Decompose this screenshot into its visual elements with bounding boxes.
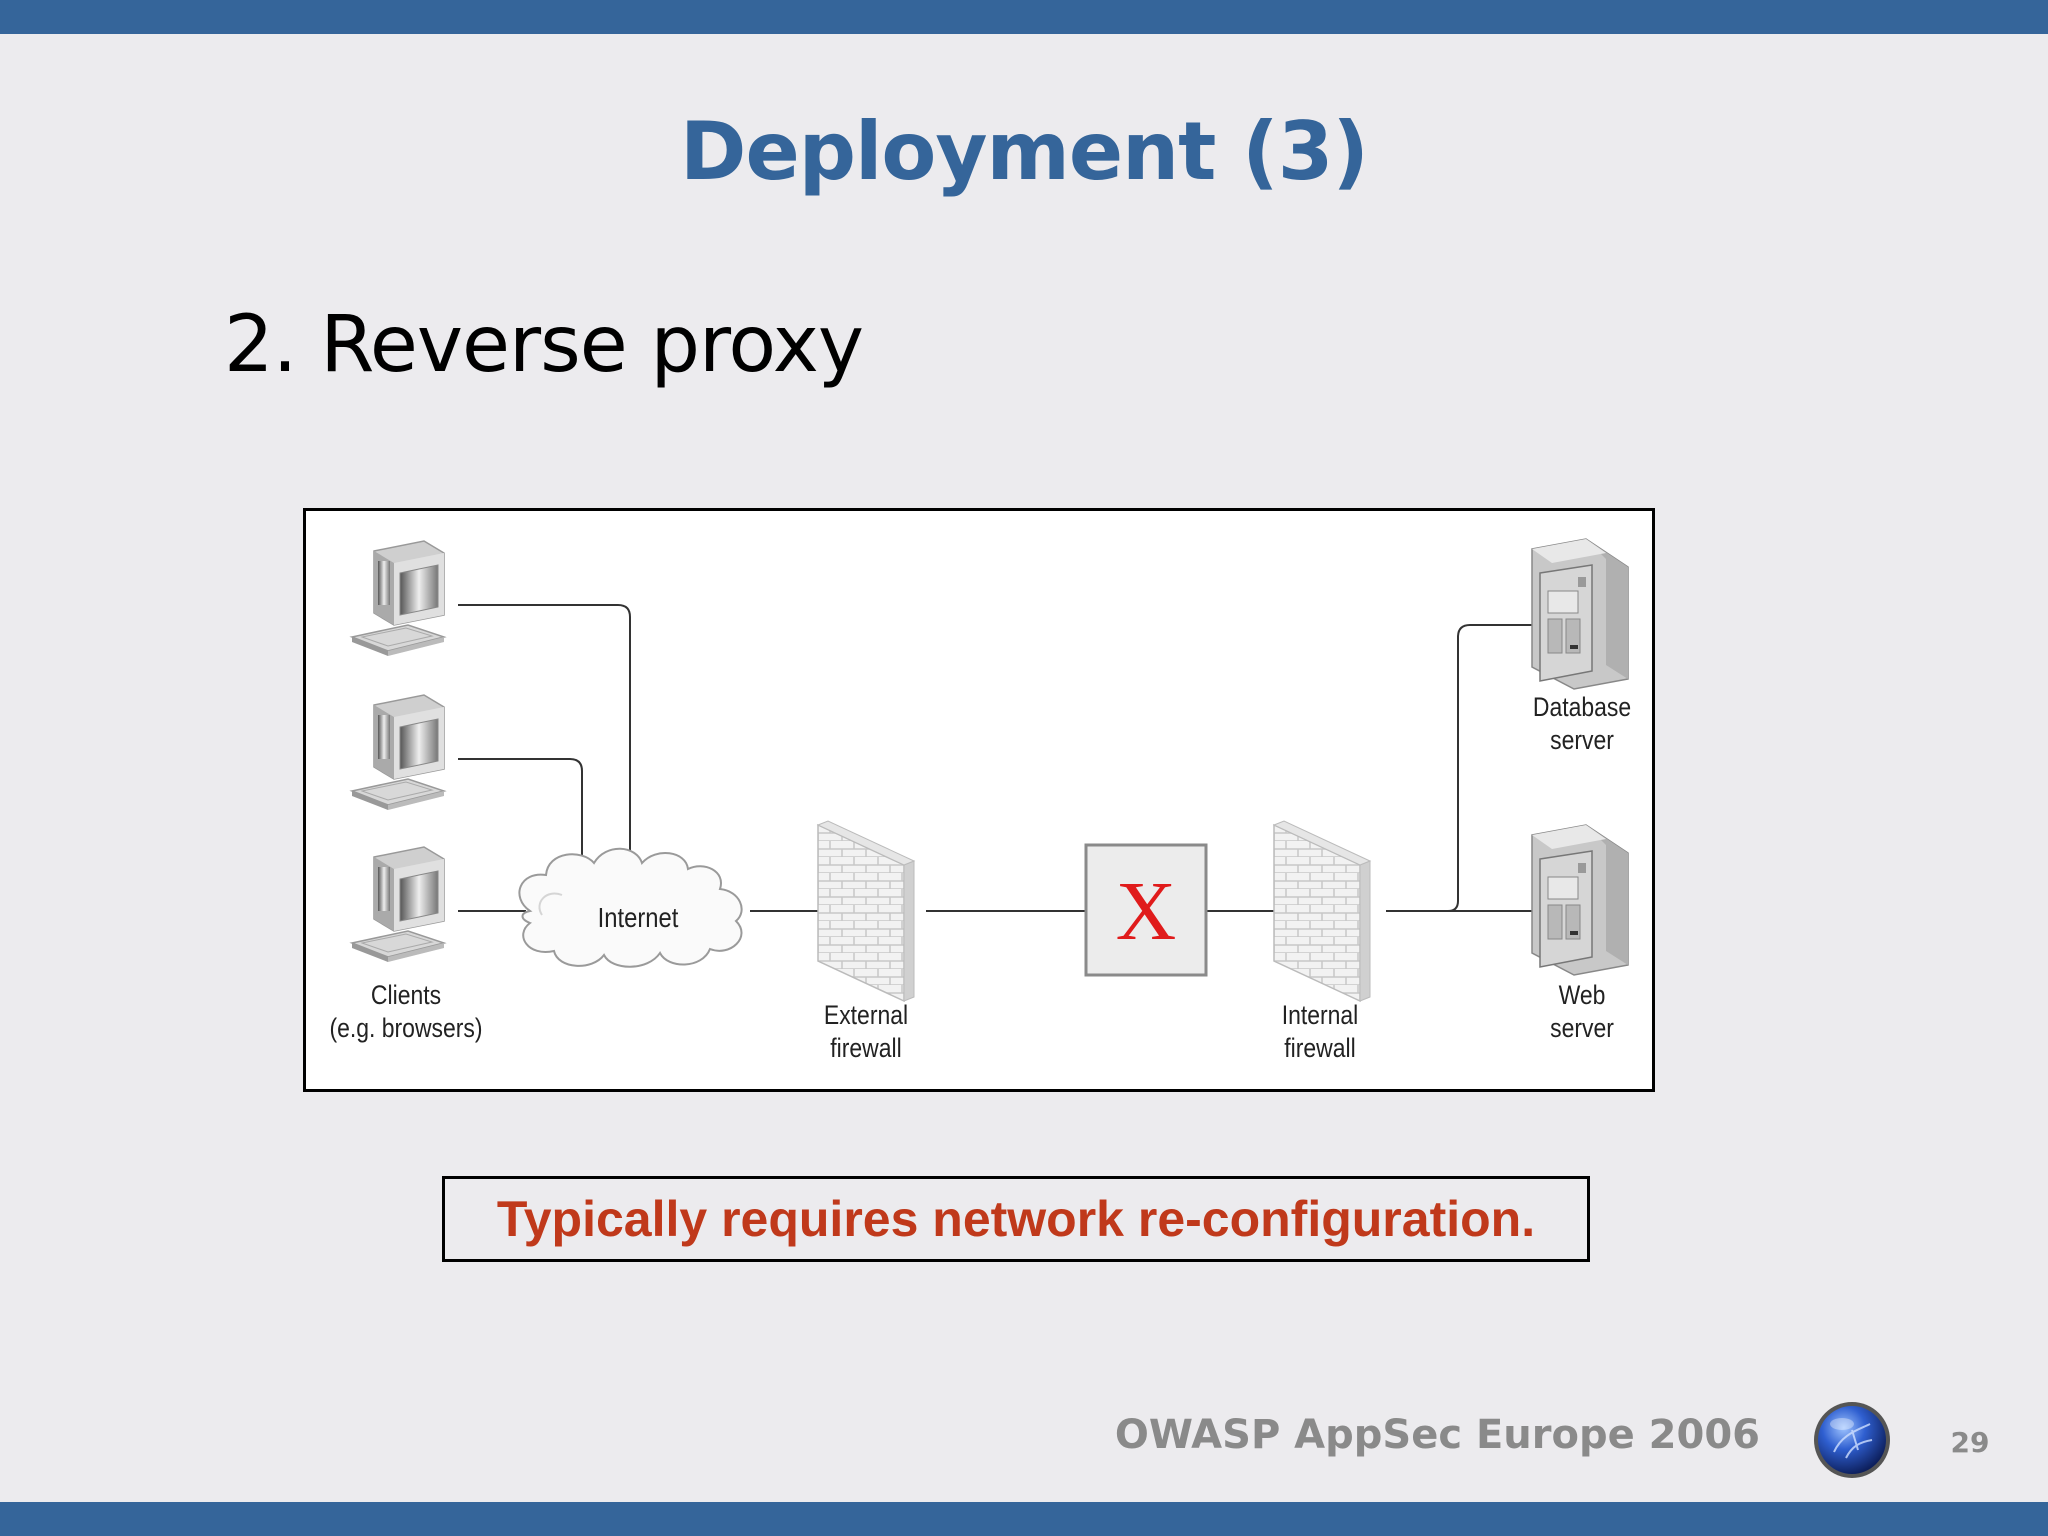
internal-firewall-label: Internal firewall	[1281, 1000, 1359, 1063]
slide-title: Deployment (3)	[680, 105, 1369, 198]
web-server-label: Web server	[1550, 980, 1614, 1043]
external-firewall-icon	[817, 820, 915, 1002]
internet-label: Internet	[597, 902, 679, 933]
internet-cloud-icon	[518, 847, 743, 968]
external-firewall-label: External firewall	[823, 1000, 909, 1063]
callout-box: Typically requires network re-configurat…	[442, 1176, 1590, 1262]
bottom-accent-bar	[0, 1502, 2048, 1536]
page-number: 29	[1950, 1426, 1990, 1459]
connector-lines	[458, 604, 1532, 912]
owasp-logo-icon	[1814, 1402, 1890, 1478]
reverse-proxy-box	[1084, 843, 1208, 977]
database-server-label: Database server	[1532, 692, 1632, 755]
callout-text: Typically requires network re-configurat…	[496, 1191, 1536, 1247]
diagram-canvas	[351, 538, 1629, 1002]
client-computer-icon	[351, 846, 445, 963]
reverse-proxy-x-mark: X	[1115, 865, 1177, 958]
internal-firewall-icon	[1273, 820, 1371, 1002]
client-computer-icon	[351, 540, 445, 657]
database-server-icon	[1531, 538, 1629, 690]
clients-label: Clients (e.g. browsers)	[329, 980, 483, 1043]
web-server-icon	[1531, 824, 1629, 976]
client-computer-icon	[351, 694, 445, 811]
reverse-proxy-diagram: Internet X Clients (e.g. browsers) Exter…	[303, 508, 1655, 1092]
footer-event-name: OWASP AppSec Europe 2006	[1114, 1412, 1760, 1458]
top-accent-bar	[0, 0, 2048, 34]
bullet-reverse-proxy: 2. Reverse proxy	[224, 300, 864, 390]
